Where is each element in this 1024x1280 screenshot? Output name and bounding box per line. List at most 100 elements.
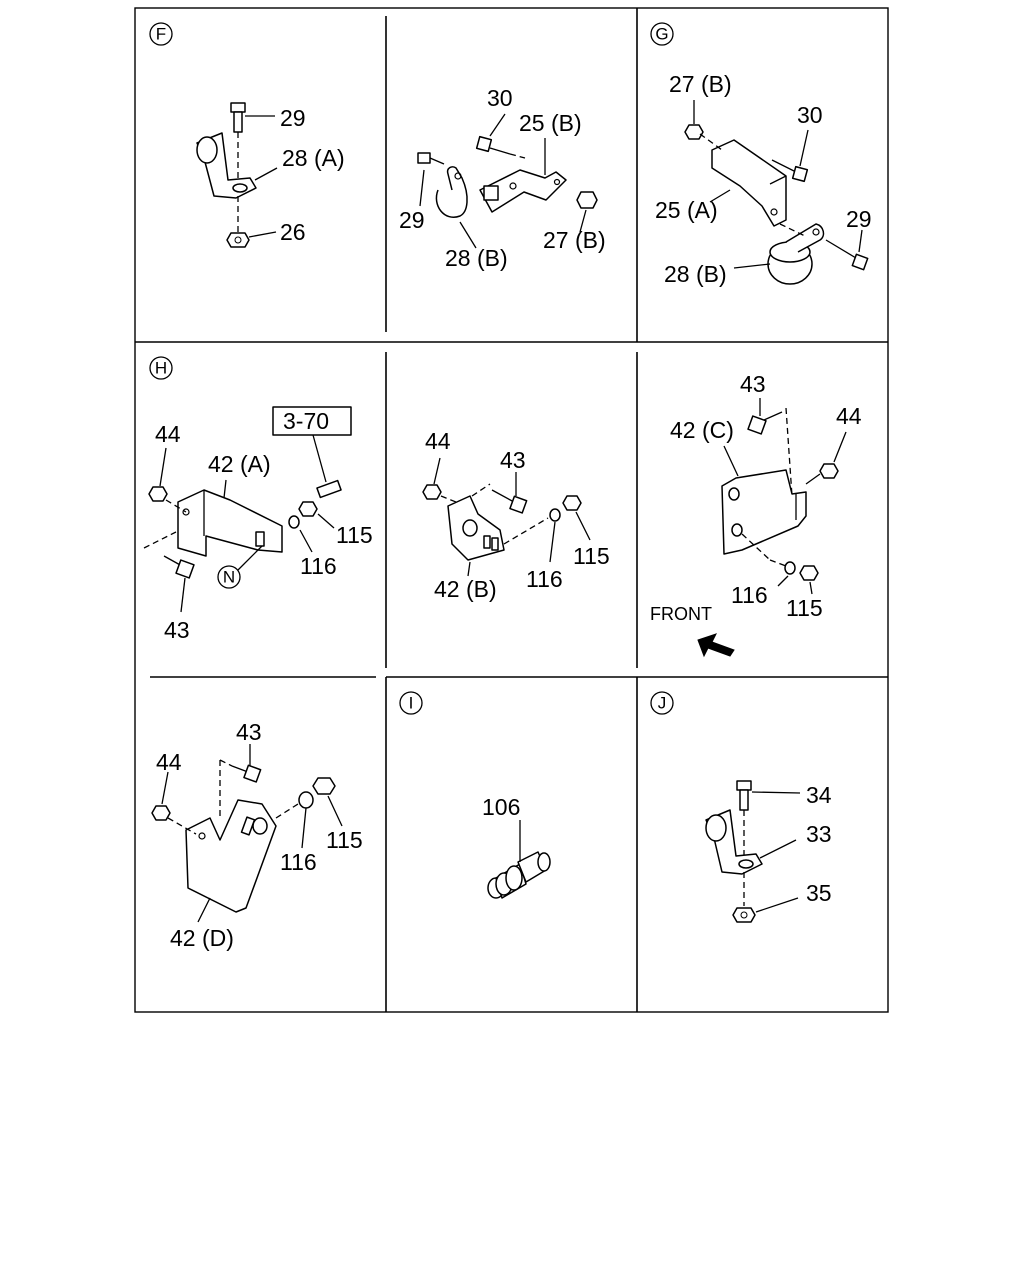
bracket-42c [721, 469, 807, 555]
label-29: 29 [280, 105, 306, 131]
label-115: 115 [336, 522, 373, 548]
svg-text:N: N [223, 568, 235, 587]
bracket-25b [479, 169, 567, 213]
label-30: 30 [487, 85, 513, 111]
bracket-42b [447, 495, 505, 561]
label-43: 43 [164, 617, 190, 643]
connector-106 [487, 851, 551, 899]
nut-44d [151, 805, 171, 821]
washer-116c [784, 561, 796, 575]
bolt-43b [491, 489, 528, 514]
nut-27b-g [684, 124, 704, 140]
clamp-33 [705, 809, 763, 875]
bolt-34 [736, 780, 752, 811]
panel-f-detail: 30 25 (B) 29 28 (B) 27 (B) [399, 85, 606, 271]
panel-j: J 34 33 35 [650, 691, 832, 923]
label-116d: 116 [280, 849, 317, 875]
note-badge-n: N [217, 565, 241, 589]
nut-44b [422, 484, 442, 500]
bolt-43 [163, 555, 195, 579]
label-27b-g: 27 (B) [669, 71, 732, 97]
label-30-g: 30 [797, 102, 823, 128]
nut-115b [562, 495, 582, 511]
label-28b: 28 (B) [445, 245, 508, 271]
bolt-43c [747, 411, 783, 435]
clamp-28b-g [767, 223, 825, 285]
bolt-29-g [825, 239, 869, 271]
label-115b: 115 [573, 543, 610, 569]
panel-g: G [650, 22, 872, 287]
svg-text:J: J [658, 694, 667, 713]
bracket-42d [185, 799, 277, 913]
label-42b: 42 (B) [434, 576, 497, 602]
bracket-42a [177, 489, 283, 557]
label-116c: 116 [731, 582, 768, 608]
panel-h-detail-b: 44 43 115 116 42 (B) [422, 428, 610, 602]
bracket-25a [711, 139, 787, 227]
nut-26 [226, 232, 250, 248]
label-29-g: 29 [846, 206, 872, 232]
label-29b: 29 [399, 207, 425, 233]
label-115c: 115 [786, 595, 823, 621]
panel-i: I 106 [399, 691, 551, 899]
label-116b: 116 [526, 566, 563, 592]
svg-text:3-70: 3-70 [283, 408, 329, 434]
svg-text:G: G [655, 25, 668, 44]
label-44c: 44 [836, 403, 862, 429]
bolt-30-g [771, 159, 809, 183]
label-26: 26 [280, 219, 306, 245]
label-43c: 43 [740, 371, 766, 397]
washer-116b [549, 508, 561, 522]
svg-text:I: I [409, 694, 414, 713]
section-badge-g: G [650, 22, 674, 46]
label-43d: 43 [236, 719, 262, 745]
panel-h-detail-c: 43 42 (C) 44 116 115 FRONT [650, 371, 862, 658]
front-label: FRONT [650, 604, 712, 624]
label-35: 35 [806, 880, 832, 906]
nut-35 [732, 907, 756, 923]
section-badge-i: I [399, 691, 423, 715]
bolt-30 [475, 135, 511, 155]
nut-115d [312, 777, 336, 795]
nut-115c [799, 565, 819, 581]
svg-text:F: F [156, 25, 166, 44]
label-33: 33 [806, 821, 832, 847]
nut-27b [576, 191, 598, 209]
label-115d: 115 [326, 827, 363, 853]
washer-116 [288, 515, 300, 529]
bolt-29 [230, 102, 246, 133]
label-34: 34 [806, 782, 832, 808]
label-42c: 42 (C) [670, 417, 734, 443]
panel-f: F 29 28 (A) 26 [149, 22, 345, 248]
section-badge-f: F [149, 22, 173, 46]
label-42a: 42 (A) [208, 451, 271, 477]
label-25a: 25 (A) [655, 197, 718, 223]
grid-frame [134, 7, 889, 1013]
bolt-3-70 [316, 479, 342, 499]
label-42d: 42 (D) [170, 925, 234, 951]
clamp-28b [435, 166, 468, 218]
label-28b-g: 28 (B) [664, 261, 727, 287]
label-28a: 28 (A) [282, 145, 345, 171]
section-badge-h: H [149, 356, 173, 380]
label-27b: 27 (B) [543, 227, 606, 253]
washer-116d [298, 791, 314, 809]
svg-text:H: H [155, 359, 167, 378]
front-arrow-icon [697, 633, 735, 658]
bolt-29b [417, 152, 445, 165]
clamp-28a [196, 132, 257, 199]
reference-box-3-70: 3-70 [272, 406, 352, 436]
nut-44c [819, 463, 839, 479]
label-116: 116 [300, 553, 337, 579]
label-106: 106 [482, 794, 520, 820]
label-44: 44 [155, 421, 181, 447]
panel-h: H 3-70 [143, 356, 373, 643]
label-43b: 43 [500, 447, 526, 473]
nut-44 [148, 486, 168, 502]
nut-115 [298, 501, 318, 517]
label-25b: 25 (B) [519, 110, 582, 136]
label-44b: 44 [425, 428, 451, 454]
bolt-43d [231, 764, 262, 783]
label-44d: 44 [156, 749, 182, 775]
